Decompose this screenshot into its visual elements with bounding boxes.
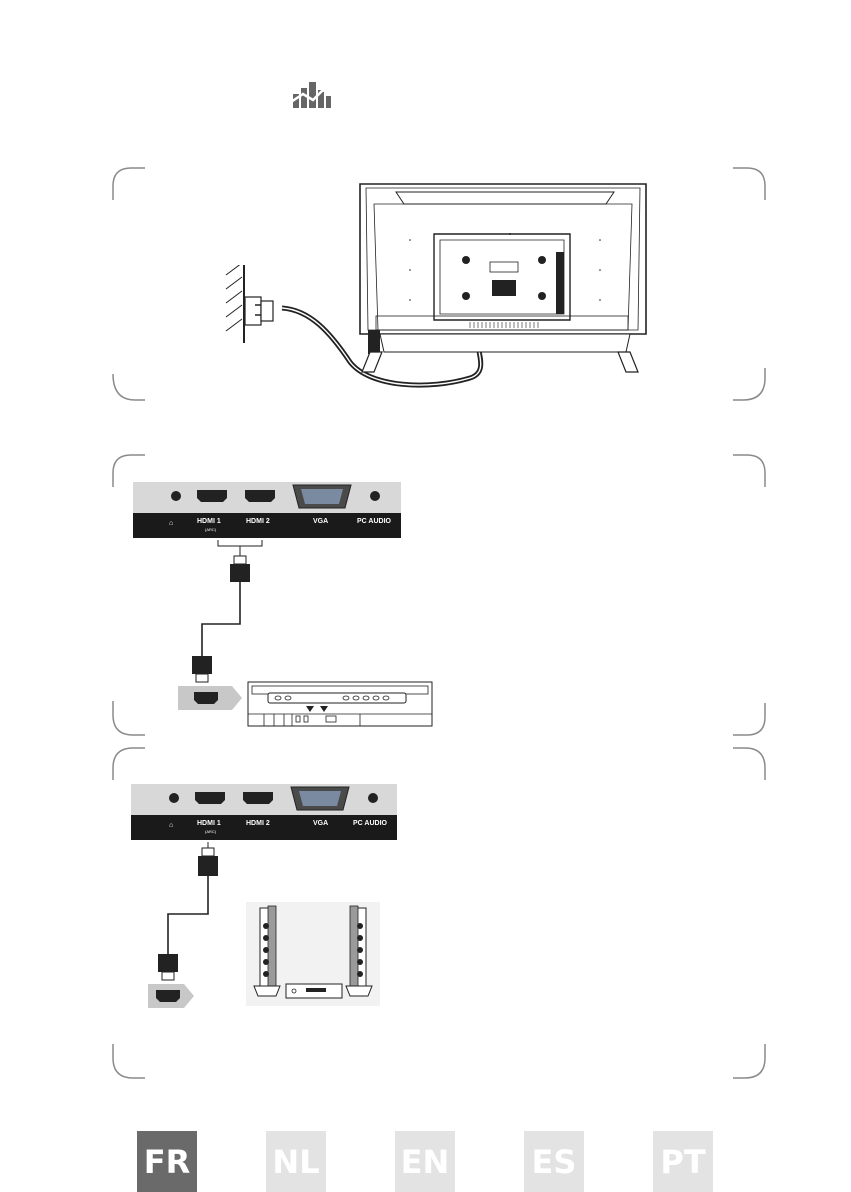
- tv-back-illustration: [270, 182, 670, 394]
- port-sub-arc: (ARC): [205, 829, 216, 834]
- tab-es[interactable]: ES: [524, 1131, 584, 1192]
- tv-port-panel: ⌂ HDMI 1 (ARC) HDMI 2 VGA PC AUDIO: [133, 482, 401, 538]
- port-label-vga: VGA: [313, 518, 328, 525]
- port-label-hdmi1: HDMI 1: [197, 820, 221, 827]
- tv-port-panel: ⌂ HDMI 1 (ARC) HDMI 2 VGA PC AUDIO: [131, 784, 397, 840]
- hdmi-cable-dvd-diagram: [160, 538, 450, 738]
- port-shapes: [131, 784, 397, 815]
- tab-en[interactable]: EN: [395, 1131, 455, 1192]
- port-label-headphone: ⌂: [169, 520, 173, 527]
- port-shapes: [133, 482, 401, 513]
- port-label-pc-audio: PC AUDIO: [353, 820, 387, 827]
- port-label-hdmi1: HDMI 1: [197, 518, 221, 525]
- tab-nl[interactable]: NL: [266, 1131, 326, 1192]
- language-tab-bar: FR NL EN ES PT: [137, 1131, 717, 1192]
- port-label-vga: VGA: [313, 820, 328, 827]
- port-label-headphone: ⌂: [169, 822, 173, 829]
- port-label-hdmi2: HDMI 2: [246, 820, 270, 827]
- speaker-system-icon: [246, 902, 380, 1006]
- port-label-hdmi2: HDMI 2: [246, 518, 270, 525]
- tab-pt[interactable]: PT: [653, 1131, 713, 1192]
- buildings-chart-icon: [291, 80, 333, 110]
- tab-fr[interactable]: FR: [137, 1131, 197, 1192]
- port-sub-arc: (ARC): [205, 527, 216, 532]
- port-label-pc-audio: PC AUDIO: [357, 518, 391, 525]
